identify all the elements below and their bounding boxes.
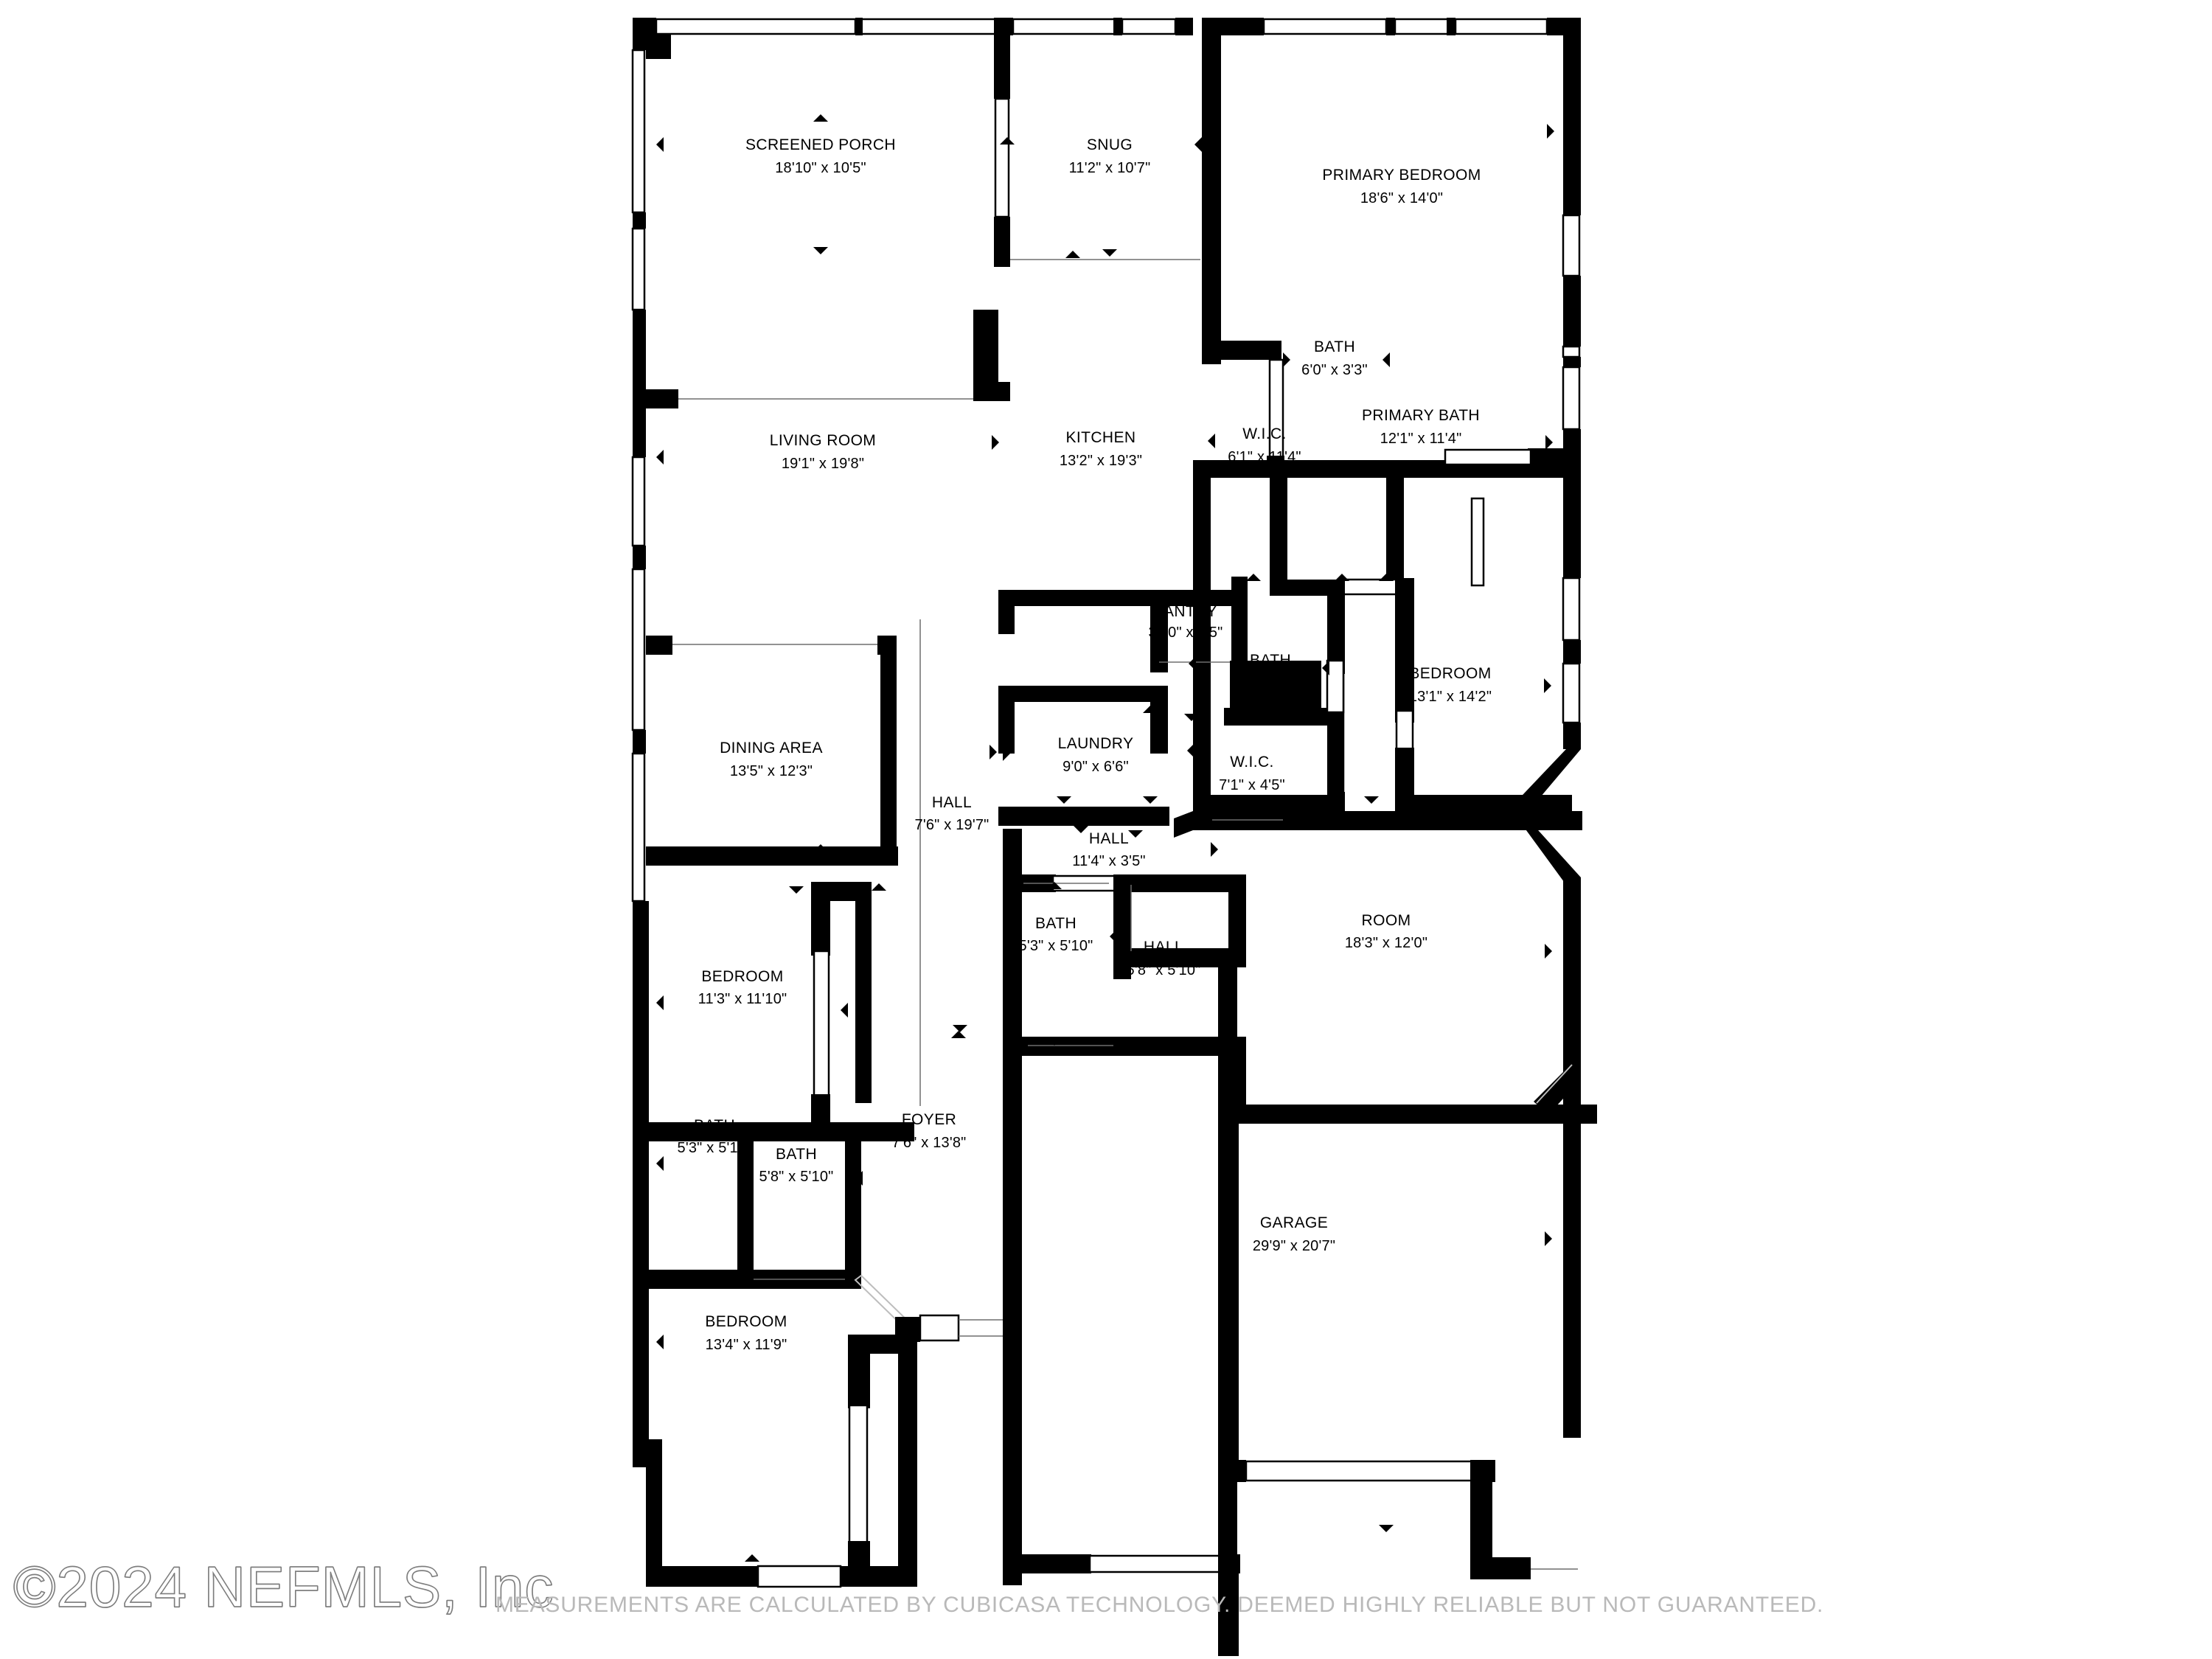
room-label-dining-area: DINING AREA 13'5" x 12'3" [720, 740, 823, 779]
room-dims-hall-main: 7'6" x 19'7" [915, 817, 990, 833]
room-label-bedroom-4: BEDROOM 13'4" x 11'9" [705, 1313, 787, 1353]
room-label-hall-small: HALL 5'8" x 5'10" [1127, 939, 1201, 978]
room-dims-bath-bedroom2: 5'0" x 9'5" [1237, 675, 1304, 691]
room-name-hall-main: HALL [932, 794, 972, 811]
room-name-snug: SNUG [1087, 136, 1133, 153]
direction-markers [656, 114, 1554, 1562]
room-label-garage: GARAGE 29'9" x 20'7" [1253, 1214, 1335, 1254]
room-name-bath-hall-a: BATH [1035, 915, 1077, 932]
room-name-primary-bath: PRIMARY BATH [1362, 407, 1480, 424]
footer: ©2024 NEFMLS, Inc MEASUREMENTS ARE CALCU… [0, 1552, 2212, 1659]
room-label-primary-bath: PRIMARY BATH 12'1" x 11'4" [1362, 407, 1480, 447]
room-dims-garage: 29'9" x 20'7" [1253, 1238, 1335, 1254]
room-dims-primary-bath: 12'1" x 11'4" [1380, 431, 1462, 447]
room-name-bath-primary-wc: BATH [1314, 338, 1355, 355]
room-name-bedroom-3: BEDROOM [701, 968, 783, 985]
room-dims-kitchen: 13'2" x 19'3" [1060, 453, 1142, 469]
room-dims-bedroom-3: 11'3" x 11'10" [698, 991, 787, 1007]
room-label-bath-hall-b: BATH 5'3" x 5'10" [678, 1117, 752, 1156]
room-dims-bath-primary-wc: 6'0" x 3'3" [1301, 362, 1368, 378]
room-name-pantry: PANTRY [1154, 603, 1217, 620]
room-label-hall-center: HALL 11'4" x 3'5" [1072, 830, 1145, 869]
room-dims-laundry: 9'0" x 6'6" [1062, 759, 1129, 775]
room-label-bedroom-3: BEDROOM 11'3" x 11'10" [698, 968, 787, 1007]
room-label-bath-hall-a: BATH 5'3" x 5'10" [1019, 915, 1093, 954]
room-name-bath-hall-c: BATH [776, 1146, 817, 1163]
room-dims-snug: 11'2" x 10'7" [1069, 160, 1151, 176]
room-name-wic-primary: W.I.C. [1242, 425, 1287, 442]
room-name-primary-bedroom: PRIMARY BEDROOM [1322, 167, 1481, 184]
room-dims-foyer: 7'6" x 13'8" [892, 1135, 967, 1151]
room-label-living-room: LIVING ROOM 19'1" x 19'8" [770, 432, 876, 472]
room-dims-bedroom-4: 13'4" x 11'9" [706, 1337, 787, 1353]
room-name-dining-area: DINING AREA [720, 740, 823, 757]
room-label-wic-primary: W.I.C. 6'1" x 11'4" [1228, 425, 1301, 465]
room-label-pantry: PANTRY 3'10" x 7'5" [1149, 603, 1223, 641]
measurement-disclaimer: MEASUREMENTS ARE CALCULATED BY CUBICASA … [495, 1593, 1824, 1617]
room-label-foyer: FOYER 7'6" x 13'8" [892, 1111, 967, 1151]
room-label-screened-porch: SCREENED PORCH 18'10" x 10'5" [745, 136, 896, 176]
room-dims-dining-area: 13'5" x 12'3" [730, 763, 813, 779]
room-dims-bath-hall-b: 5'3" x 5'10" [678, 1140, 752, 1156]
room-name-garage: GARAGE [1260, 1214, 1328, 1231]
room-dims-bedroom-2: 13'1" x 14'2" [1409, 689, 1492, 705]
room-label-hall-main: HALL 7'6" x 19'7" [915, 794, 990, 833]
room-name-hall-center: HALL [1089, 830, 1129, 847]
room-name-bedroom-2: BEDROOM [1409, 665, 1491, 682]
wall-structure [631, 18, 1597, 1656]
room-name-bedroom-4: BEDROOM [705, 1313, 787, 1330]
room-label-snug: SNUG 11'2" x 10'7" [1069, 136, 1151, 176]
room-dims-screened-porch: 18'10" x 10'5" [775, 160, 866, 176]
room-name-kitchen: KITCHEN [1066, 429, 1136, 446]
room-dims-wic-bedroom2: 7'1" x 4'5" [1219, 777, 1285, 793]
room-name-hall-small: HALL [1144, 939, 1183, 956]
room-labels: SCREENED PORCH 18'10" x 10'5" SNUG 11'2"… [678, 136, 1492, 1353]
room-label-bath-bedroom2: BATH 5'0" x 9'5" [1237, 652, 1304, 691]
room-name-living-room: LIVING ROOM [770, 432, 876, 449]
room-label-bath-hall-c: BATH 5'8" x 5'10" [759, 1146, 834, 1185]
room-dims-hall-small: 5'8" x 5'10" [1127, 962, 1201, 978]
room-name-laundry: LAUNDRY [1058, 735, 1134, 752]
room-label-primary-bedroom: PRIMARY BEDROOM 18'6" x 14'0" [1322, 167, 1481, 206]
room-label-bedroom-2: BEDROOM 13'1" x 14'2" [1409, 665, 1492, 705]
room-name-bath-bedroom2: BATH [1250, 652, 1291, 669]
room-dims-hall-center: 11'4" x 3'5" [1072, 853, 1145, 869]
room-dims-room-flex: 18'3" x 12'0" [1345, 935, 1427, 951]
room-dims-pantry: 3'10" x 7'5" [1149, 625, 1223, 641]
room-label-kitchen: KITCHEN 13'2" x 19'3" [1060, 429, 1142, 469]
room-dims-wic-primary: 6'1" x 11'4" [1228, 449, 1301, 465]
room-dims-bath-hall-a: 5'3" x 5'10" [1019, 938, 1093, 954]
room-name-screened-porch: SCREENED PORCH [745, 136, 896, 153]
room-name-wic-bedroom2: W.I.C. [1230, 754, 1274, 771]
room-name-foyer: FOYER [902, 1111, 956, 1128]
room-name-bath-hall-b: BATH [694, 1117, 735, 1134]
room-dims-living-room: 19'1" x 19'8" [782, 456, 864, 472]
room-dims-primary-bedroom: 18'6" x 14'0" [1360, 190, 1443, 206]
room-label-bath-primary-wc: BATH 6'0" x 3'3" [1301, 338, 1368, 378]
room-name-room-flex: ROOM [1362, 912, 1411, 929]
room-label-room-flex: ROOM 18'3" x 12'0" [1345, 912, 1427, 951]
room-label-laundry: LAUNDRY 9'0" x 6'6" [1058, 735, 1134, 775]
room-dims-bath-hall-c: 5'8" x 5'10" [759, 1169, 834, 1185]
room-label-wic-bedroom2: W.I.C. 7'1" x 4'5" [1219, 754, 1285, 793]
mls-copyright-watermark: ©2024 NEFMLS, Inc [13, 1554, 554, 1619]
